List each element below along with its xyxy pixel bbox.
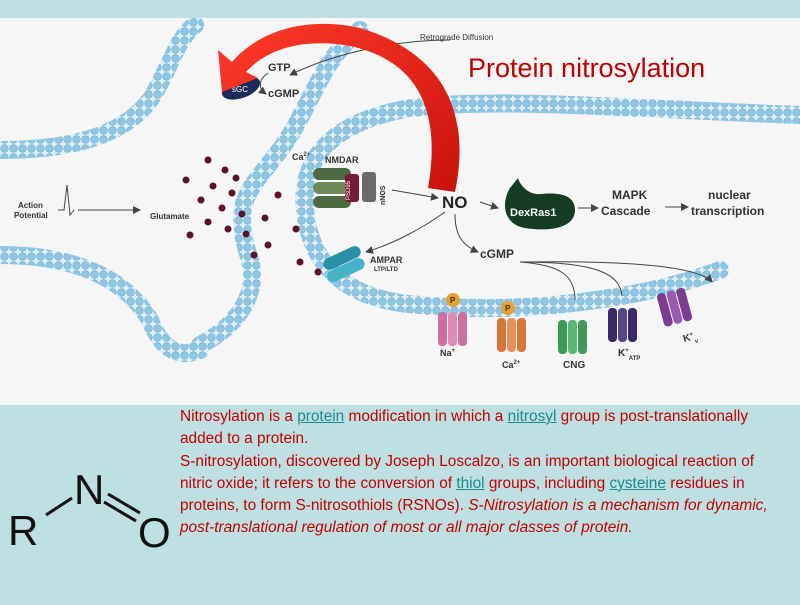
- presynaptic-membrane: [0, 18, 369, 363]
- ca-channel: [497, 318, 526, 352]
- mapk-label-2: Cascade: [601, 204, 651, 218]
- r-n-bond: [45, 496, 73, 517]
- structure-n: N: [74, 466, 104, 513]
- svg-text:nNOS: nNOS: [380, 185, 387, 205]
- diagram-title: Protein nitrosylation: [468, 53, 705, 83]
- cgmp-branch-lines: [519, 261, 712, 301]
- retrograde-arrow: [289, 39, 451, 76]
- mapk-label-1: MAPK: [612, 188, 648, 202]
- protein-link[interactable]: protein: [297, 408, 345, 425]
- action-potential-trace: [58, 184, 75, 217]
- no-to-ampar-arrow: [365, 211, 446, 254]
- phospho-2: [501, 301, 515, 315]
- ca-top-label: Ca2+: [292, 152, 311, 162]
- ampar-label: AMPAR: [370, 255, 403, 265]
- caption-italic: S-Nitrosylation is a mechanism for dynam…: [180, 497, 768, 537]
- structure-r: R: [8, 507, 38, 554]
- no-to-cgmp-arrow: [454, 213, 479, 253]
- gtp-cgmp-arrow: [258, 72, 269, 95]
- cysteine-link[interactable]: cysteine: [609, 474, 666, 492]
- structure-o: O: [138, 509, 171, 556]
- action-label-2: Potential: [14, 211, 48, 220]
- caption-paragraph-1: Nitrosylation is a protein modification …: [180, 408, 749, 448]
- cng-channel: [558, 320, 587, 354]
- postsynaptic-membrane: [295, 94, 800, 318]
- ca-bottom-label: Ca2+: [502, 360, 521, 370]
- ltp-label: LTP/LTD: [374, 267, 398, 273]
- retrograde-label: Retrograde Diffusion: [420, 33, 493, 42]
- katp-label: K+ATP: [618, 348, 640, 362]
- no-label: NO: [442, 193, 468, 212]
- n-o-double-bond-2: [103, 500, 137, 523]
- nnos-to-no-arrow: [391, 189, 439, 201]
- action-label-1: Action: [18, 201, 43, 210]
- n-o-double-bond-1: [107, 492, 141, 515]
- caption-paragraph-2: S-nitrosylation, discovered by Joseph Lo…: [180, 452, 768, 537]
- dexras-protein: [505, 178, 575, 230]
- cgmp-top-label: cGMP: [268, 88, 299, 100]
- katp-channel: [608, 308, 637, 342]
- na-channel: [438, 312, 467, 346]
- svg-text:PSD95: PSD95: [346, 180, 352, 200]
- nuclear-label-2: transcription: [691, 204, 764, 218]
- dexras-label: DexRas1: [510, 207, 556, 219]
- nuclear-label-1: nuclear: [708, 188, 751, 202]
- kv-channel: [657, 287, 693, 327]
- cng-label: CNG: [563, 360, 585, 371]
- svg-text:P: P: [505, 304, 511, 313]
- thiol-link[interactable]: thiol: [456, 474, 485, 492]
- gtp-label: GTP: [268, 62, 291, 74]
- glutamate-dots: [182, 156, 322, 276]
- nitrosylation-diagram: Retrograde Diffusion sGC GTP cGMP Protei…: [0, 18, 800, 405]
- glutamate-label: Glutamate: [150, 212, 190, 221]
- na-label: Na+: [440, 348, 456, 358]
- phospho-1: [446, 293, 460, 307]
- no-to-dexras-arrow: [479, 201, 499, 210]
- kv-label: K+v: [682, 330, 700, 347]
- nitrosyl-link[interactable]: nitrosyl: [507, 408, 557, 425]
- nmdar-label: NMDAR: [325, 155, 359, 165]
- nmdar-receptor: [313, 168, 351, 208]
- psd95-protein: PSD95: [345, 174, 359, 202]
- nitroso-structure: R N O: [0, 460, 180, 600]
- cgmp-mid-label: cGMP: [480, 247, 514, 261]
- nitrosylation-red-arrow: [218, 23, 460, 192]
- ampar-receptor: [323, 246, 365, 282]
- sgc-label: sGC: [232, 85, 248, 94]
- svg-text:P: P: [450, 296, 456, 305]
- caption-text: Nitrosylation is a protein modification …: [180, 406, 790, 540]
- nnos-enzyme: nNOS: [362, 172, 387, 205]
